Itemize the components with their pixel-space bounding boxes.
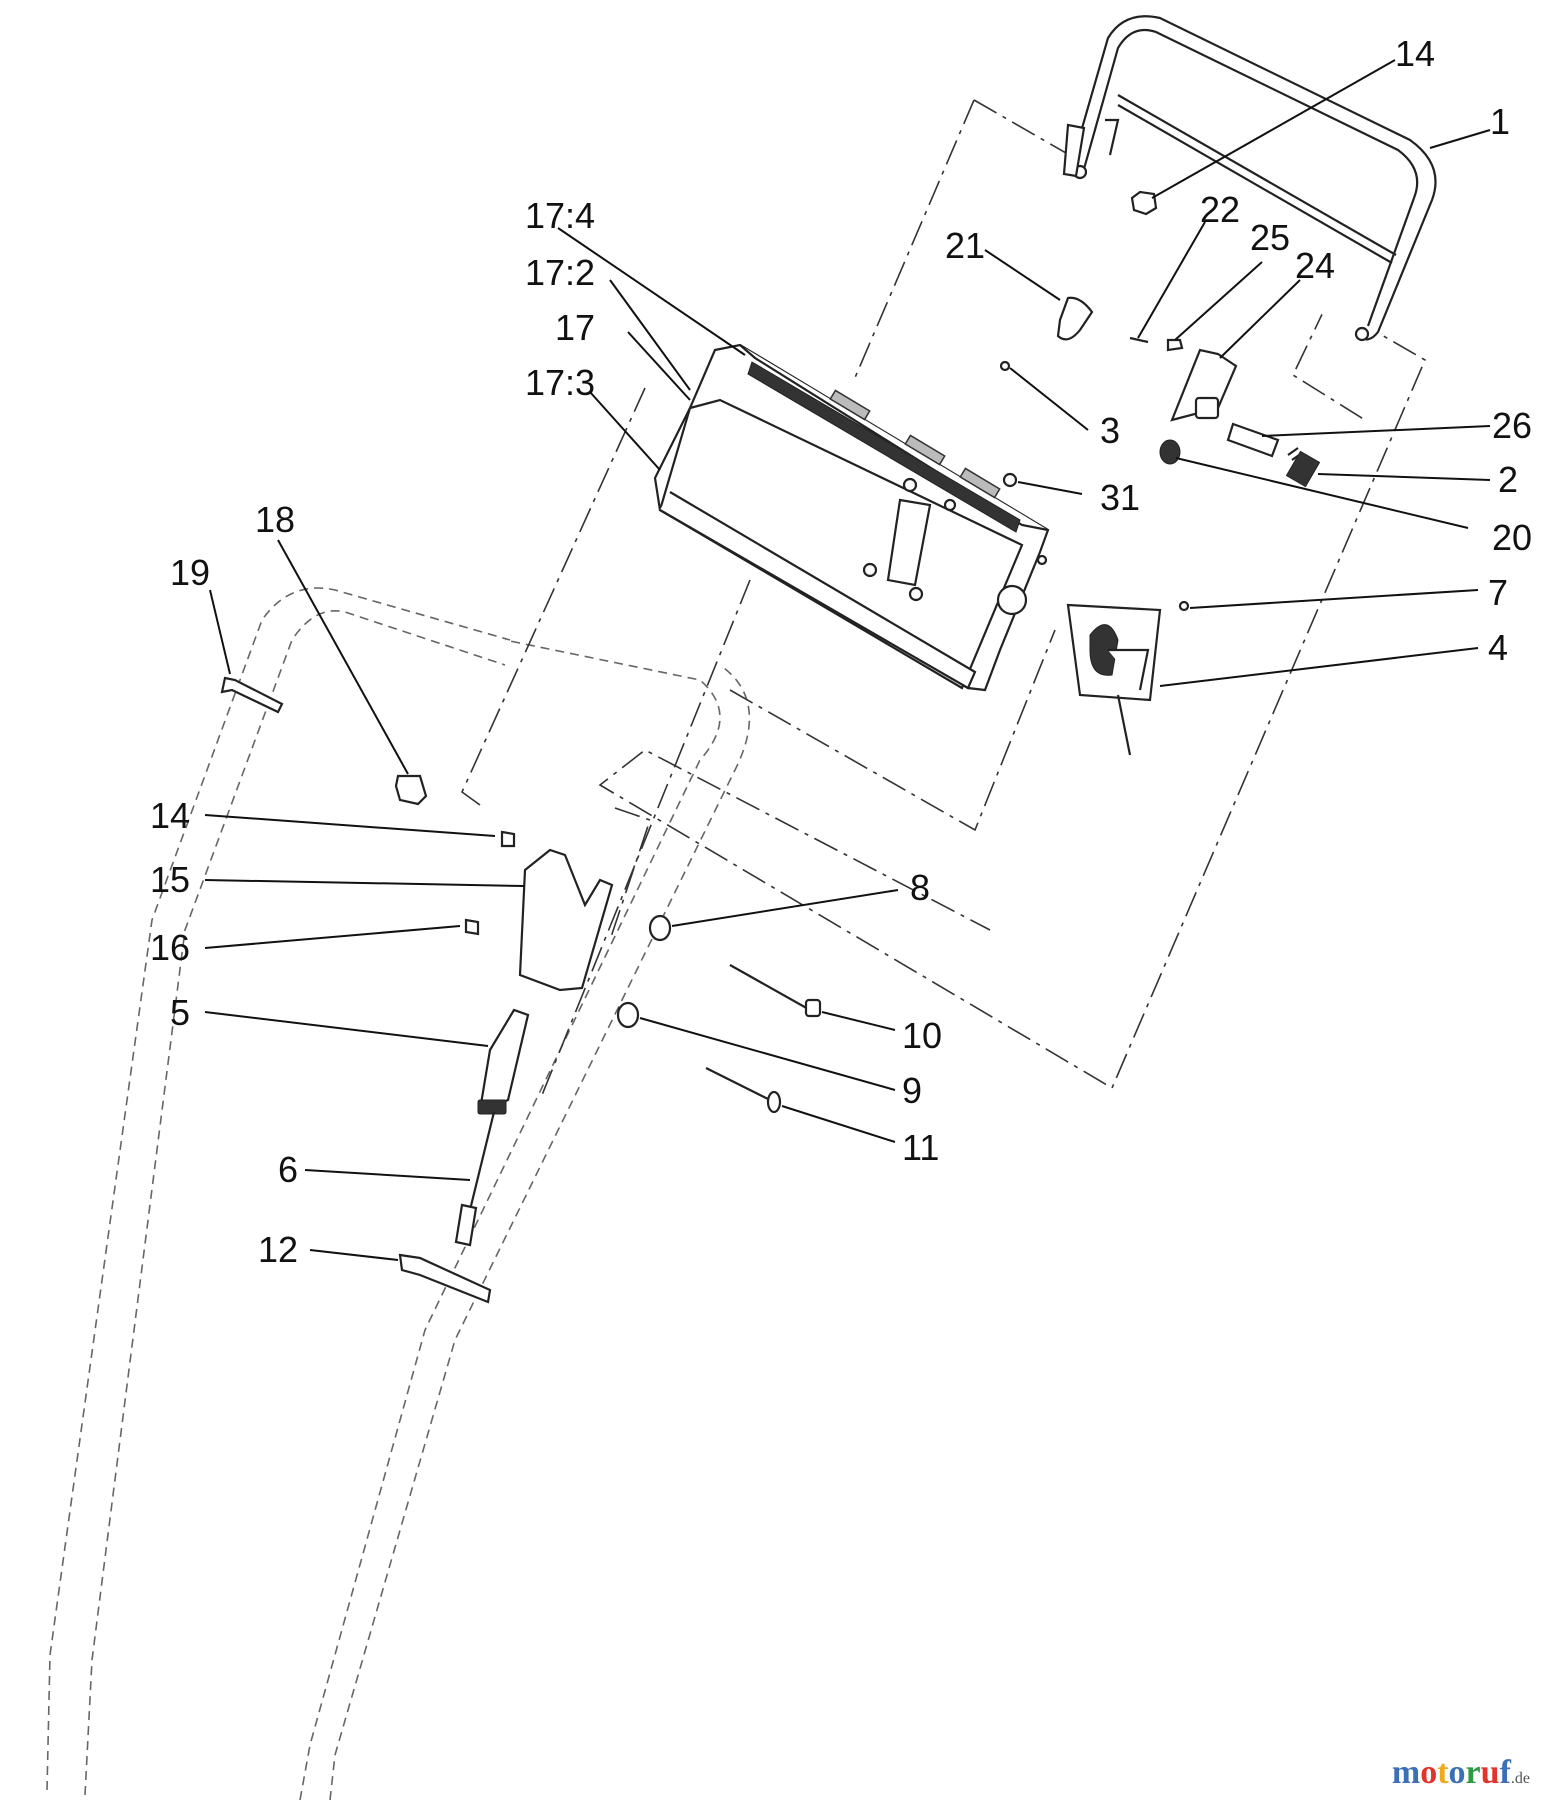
control-panel xyxy=(653,343,1050,692)
callout-8: 8 xyxy=(910,867,930,908)
callout-26: 26 xyxy=(1492,405,1532,446)
screw-7 xyxy=(1178,600,1190,612)
decal-strip xyxy=(747,361,1021,533)
callout-14-lower: 14 xyxy=(150,795,190,836)
callout-4: 4 xyxy=(1488,627,1508,668)
nut-31 xyxy=(1002,472,1018,488)
callout-24: 24 xyxy=(1295,245,1335,286)
latch-21 xyxy=(1056,296,1094,341)
callout-17-2: 17:2 xyxy=(525,252,595,293)
watermark-letter: u xyxy=(1480,1754,1500,1791)
callout-1: 1 xyxy=(1490,101,1510,142)
callout-19: 19 xyxy=(170,552,210,593)
cable-5 xyxy=(478,1008,530,1112)
callout-22: 22 xyxy=(1200,189,1240,230)
switch-bracket xyxy=(1066,600,1190,756)
callout-5: 5 xyxy=(170,992,190,1033)
callout-31: 31 xyxy=(1100,477,1140,518)
callout-3: 3 xyxy=(1100,410,1120,451)
hardware-upper xyxy=(999,190,1321,488)
washer-9 xyxy=(616,1001,640,1029)
sleeve-26 xyxy=(1226,422,1280,458)
callout-14-upper: 14 xyxy=(1395,33,1435,74)
callout-10: 10 xyxy=(902,1015,942,1056)
bolt-10 xyxy=(729,964,811,1011)
callout-17-3: 17:3 xyxy=(525,362,595,403)
washer-20 xyxy=(1159,439,1181,465)
leader-lines xyxy=(204,59,1491,1261)
callout-6: 6 xyxy=(278,1149,298,1190)
spring-2 xyxy=(1285,447,1321,488)
bolt-11 xyxy=(705,1067,771,1101)
watermark-letter: o xyxy=(1420,1754,1438,1791)
cable-6 xyxy=(468,1111,496,1211)
watermark-logo: motoruf.de xyxy=(1392,1754,1530,1792)
callout-2: 2 xyxy=(1498,459,1518,500)
watermark-letter: m xyxy=(1391,1754,1421,1791)
pin-25 xyxy=(1166,338,1184,352)
callout-7: 7 xyxy=(1488,572,1508,613)
nut-14-upper xyxy=(1130,190,1158,216)
assembly-outlines xyxy=(461,99,1427,1101)
watermark-letter: o xyxy=(1448,1754,1466,1791)
watermark-letter: f xyxy=(1499,1754,1511,1791)
nut-16 xyxy=(464,918,480,936)
callout-25: 25 xyxy=(1250,217,1290,258)
grommet-3 xyxy=(999,360,1011,372)
callout-21: 21 xyxy=(945,225,985,266)
bracket-15 xyxy=(518,848,614,992)
callout-15: 15 xyxy=(150,859,190,900)
callout-9: 9 xyxy=(902,1070,922,1111)
callout-labels: 14 1 17:4 22 25 21 24 17:2 17 17:3 26 3 … xyxy=(150,33,1532,1270)
lower-handle-phantom xyxy=(46,587,751,1800)
watermark-letter: t xyxy=(1437,1754,1449,1791)
callout-17: 17 xyxy=(555,307,595,348)
callout-16: 16 xyxy=(150,927,190,968)
callout-11: 11 xyxy=(902,1127,939,1168)
knob-12 xyxy=(398,1253,492,1304)
hardware-lower xyxy=(220,676,822,1304)
callout-17-4: 17:4 xyxy=(525,195,595,236)
callout-12: 12 xyxy=(258,1229,298,1270)
spacer-18 xyxy=(394,774,428,806)
upper-handle xyxy=(1062,15,1437,342)
callout-20: 20 xyxy=(1492,517,1532,558)
pin-22 xyxy=(1129,336,1149,344)
bolt-19 xyxy=(220,676,284,714)
washer-8 xyxy=(648,914,672,942)
watermark-tld: .de xyxy=(1510,1770,1530,1787)
nut-14-lower xyxy=(500,830,516,848)
watermark-letter: r xyxy=(1465,1754,1481,1791)
callout-18: 18 xyxy=(255,499,295,540)
